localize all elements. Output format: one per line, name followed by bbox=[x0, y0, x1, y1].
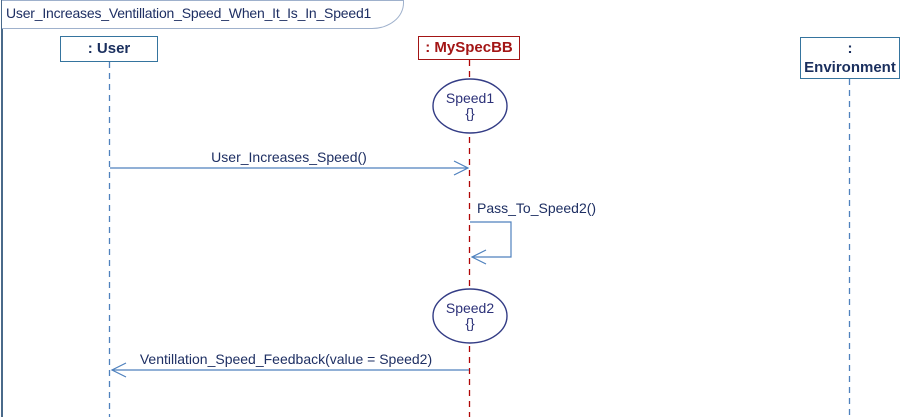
lifeline-head-user[interactable]: : User bbox=[60, 36, 158, 62]
diagram-frame-left-border bbox=[1, 0, 3, 417]
lifeline-head-myspecbb[interactable]: : MySpecBB bbox=[418, 36, 520, 60]
message-label-user-increases-speed[interactable]: User_Increases_Speed() bbox=[211, 149, 367, 165]
arrowhead-left-icon bbox=[470, 249, 487, 265]
state-oval-speed1[interactable] bbox=[432, 78, 508, 134]
arrowhead-right-icon bbox=[453, 160, 470, 176]
state-label-speed1[interactable]: Speed1 {} bbox=[445, 90, 495, 121]
diagram-title-tab[interactable]: User_Increases_Ventillation_Speed_When_I… bbox=[2, 0, 404, 29]
state-label-speed2[interactable]: Speed2 {} bbox=[445, 300, 495, 331]
message-pass-to-speed2-loop[interactable] bbox=[470, 221, 512, 258]
arrowhead-left-icon bbox=[110, 362, 127, 378]
state-oval-speed2[interactable] bbox=[432, 288, 508, 344]
diagram-title: User_Increases_Ventillation_Speed_When_I… bbox=[6, 5, 372, 21]
message-label-pass-to-speed2[interactable]: Pass_To_Speed2() bbox=[477, 200, 597, 216]
lifeline-head-environment[interactable]: : Environment bbox=[800, 37, 900, 79]
message-label-ventillation-feedback[interactable]: Ventillation_Speed_Feedback(value = Spee… bbox=[139, 351, 433, 367]
